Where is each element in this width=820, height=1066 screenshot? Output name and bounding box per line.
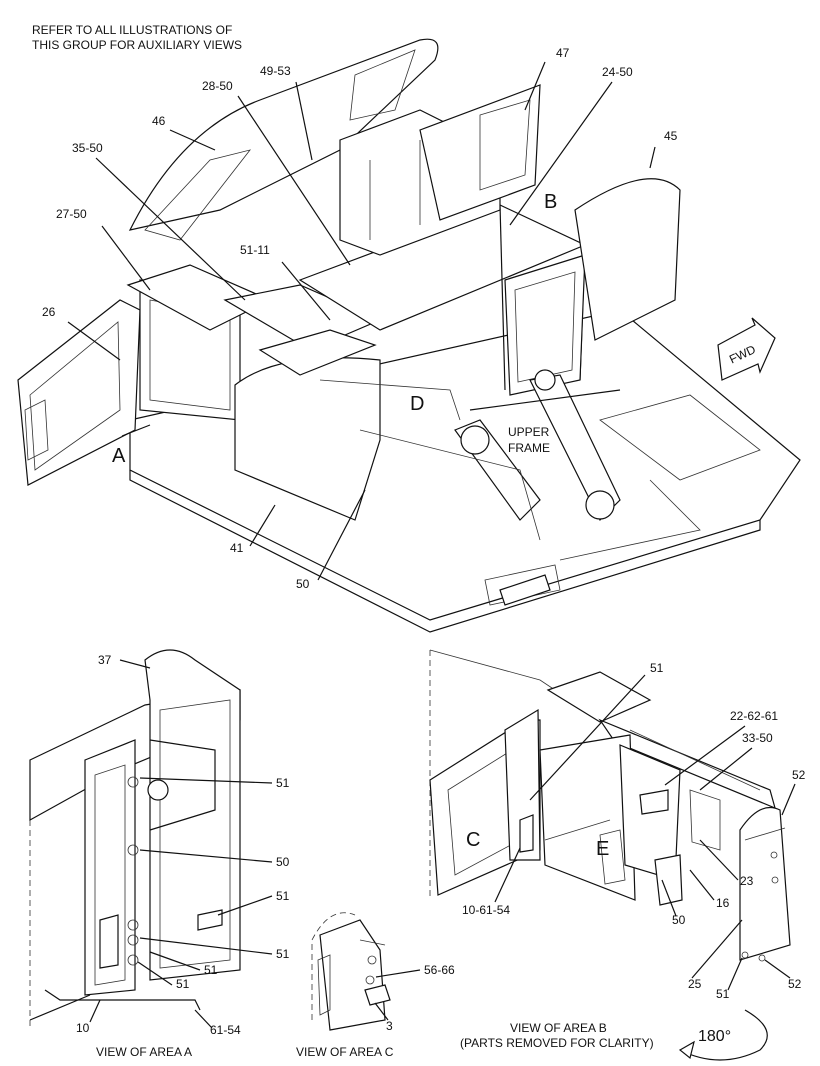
view-b-callout-50: 50 xyxy=(672,913,686,927)
view-b-callout-52-top: 52 xyxy=(792,768,806,782)
view-b-callout-22-62-61: 22-62-61 xyxy=(730,709,778,723)
callout-27-50: 27-50 xyxy=(56,207,87,221)
view-b-callout-52-bottom: 52 xyxy=(788,977,802,991)
view-a-callout-50: 50 xyxy=(276,855,290,869)
callout-35-50: 35-50 xyxy=(72,141,103,155)
view-c-callout-56-66: 56-66 xyxy=(424,963,455,977)
view-c-leader-2 xyxy=(374,1002,389,1021)
area-letter-a: A xyxy=(112,445,126,467)
view-b-caption-line-1: VIEW OF AREA B xyxy=(510,1021,607,1035)
callout-45: 45 xyxy=(664,129,678,143)
upper-frame-label-2: FRAME xyxy=(508,441,550,455)
rotation-label: 180° xyxy=(698,1028,731,1045)
rotation-arrow-icon: 180° xyxy=(678,1009,768,1061)
area-letter-b: B xyxy=(544,191,557,213)
area-letter-d: D xyxy=(410,393,424,415)
view-b-callout-51-top: 51 xyxy=(650,661,664,675)
header-note-line-2: THIS GROUP FOR AUXILIARY VIEWS xyxy=(32,38,242,52)
callout-46: 46 xyxy=(152,114,166,128)
area-letter-c: C xyxy=(466,829,480,851)
upper-frame-label-1: UPPER xyxy=(508,425,550,439)
view-b-callout-23: 23 xyxy=(740,874,754,888)
view-a-callout-51-a: 51 xyxy=(276,776,290,790)
callout-24-50: 24-50 xyxy=(602,65,633,79)
callout-47: 47 xyxy=(556,46,570,60)
view-a-callout-61-54: 61-54 xyxy=(210,1023,241,1037)
callout-41: 41 xyxy=(230,541,244,555)
view-b-callout-33-50: 33-50 xyxy=(742,731,773,745)
view-b-callout-16: 16 xyxy=(716,896,730,910)
view-area-c-drawing xyxy=(311,912,391,1031)
view-b-leader-lines xyxy=(494,674,796,991)
callout-28-50: 28-50 xyxy=(202,79,233,93)
header-note-line-1: REFER TO ALL ILLUSTRATIONS OF xyxy=(32,23,232,37)
view-b-callout-25: 25 xyxy=(688,977,702,991)
view-a-callout-51-c: 51 xyxy=(276,947,290,961)
callout-26: 26 xyxy=(42,305,56,319)
view-b-callout-10-61-54: 10-61-54 xyxy=(462,903,510,917)
view-area-a-drawing xyxy=(29,649,241,1030)
view-a-caption: VIEW OF AREA A xyxy=(96,1045,192,1059)
callout-51-11: 51-11 xyxy=(240,243,270,257)
view-c-callout-3: 3 xyxy=(386,1019,393,1033)
area-letter-e: E xyxy=(596,838,609,860)
view-a-callout-51-b: 51 xyxy=(276,889,290,903)
callout-50: 50 xyxy=(296,577,310,591)
view-c-leader-1 xyxy=(375,969,421,978)
view-area-b-drawing xyxy=(429,649,791,962)
area-a-pointer xyxy=(121,424,151,437)
view-a-callout-51-d: 51 xyxy=(204,963,218,977)
view-b-callout-51-bottom: 51 xyxy=(716,987,730,1001)
view-a-callout-51-e: 51 xyxy=(176,977,190,991)
main-assembly-drawing xyxy=(17,38,801,633)
view-a-callout-37: 37 xyxy=(98,653,112,667)
forward-arrow-icon: FWD xyxy=(717,317,776,381)
view-c-caption: VIEW OF AREA C xyxy=(296,1045,394,1059)
view-b-caption-line-2: (PARTS REMOVED FOR CLARITY) xyxy=(460,1036,654,1050)
callout-49-53: 49-53 xyxy=(260,64,291,78)
view-a-leader-lines xyxy=(89,659,273,1029)
main-leader-lines xyxy=(67,61,656,581)
view-a-callout-10: 10 xyxy=(76,1021,90,1035)
